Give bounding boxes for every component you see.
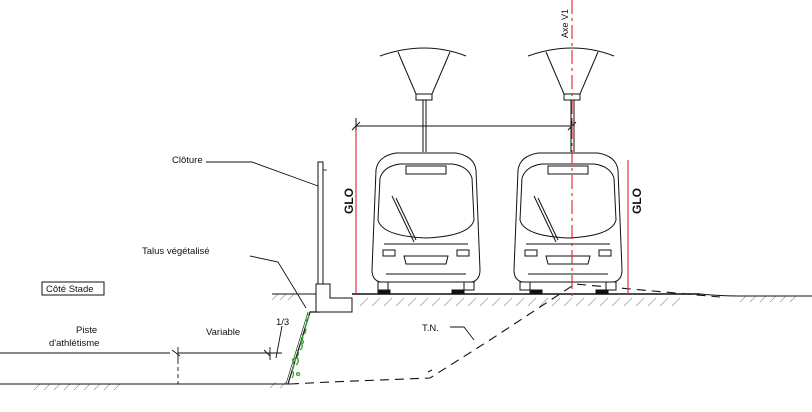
dimension-variable	[171, 347, 271, 384]
label-talus: Talus végétalisé	[142, 246, 210, 257]
label-variable: Variable	[206, 327, 240, 338]
label-glo-left: GLO	[342, 188, 356, 214]
label-piste-1: Piste	[76, 325, 97, 336]
vegetation	[291, 313, 310, 379]
label-tn: T.N.	[422, 323, 439, 334]
tram-left	[371, 152, 481, 295]
label-cote-stade: Côté Stade	[46, 284, 94, 295]
ground-hatch	[33, 293, 797, 391]
ground-lines	[0, 293, 812, 385]
label-glo-right: GLO	[630, 188, 644, 214]
tram-right	[513, 152, 623, 295]
label-axe: Axe V1	[560, 9, 570, 38]
label-slope: 1/3	[276, 317, 289, 328]
leader-lines	[206, 161, 475, 359]
label-cloture: Clôture	[172, 155, 203, 166]
cote-stade-box	[41, 281, 105, 296]
fence	[317, 161, 327, 285]
embankment	[285, 311, 320, 385]
gauge-lines	[355, 0, 629, 300]
track-spacing-dimension	[351, 118, 577, 134]
tn-marker	[427, 369, 433, 373]
retaining-wall	[315, 283, 353, 313]
label-piste-2: d'athlétisme	[49, 338, 99, 349]
terrain-naturel-line	[289, 283, 721, 385]
catenary-pole-left	[379, 47, 467, 152]
catenary-pole-right	[527, 47, 615, 152]
